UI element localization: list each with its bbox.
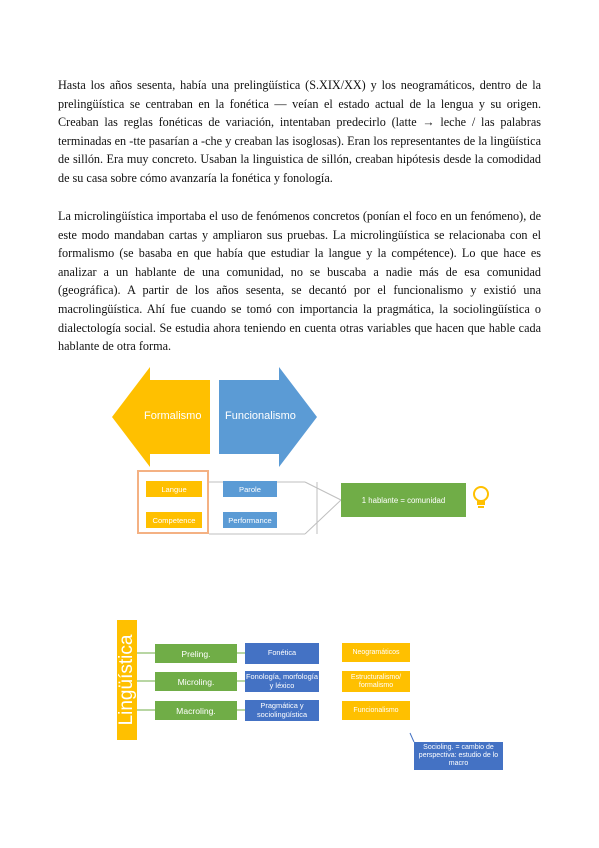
school-neogramaticos: Neogramáticos <box>342 643 410 662</box>
performance-box: Performance <box>223 512 277 528</box>
connector-line <box>304 481 342 501</box>
row-label-microling: Microling. <box>155 672 237 691</box>
row-label-macroling: Macroling. <box>155 701 237 720</box>
result-box: 1 hablante = comunidad <box>341 483 466 517</box>
connector-line <box>409 732 415 743</box>
competence-box: Competence <box>146 512 202 528</box>
paragraph-prelinguistica: Hasta los años sesenta, había una prelin… <box>58 78 541 185</box>
formalismo-label: Formalismo <box>144 410 202 422</box>
socioling-note: Socioling. = cambio de perspectiva: estu… <box>414 742 503 770</box>
school-funcionalismo: Funcionalismo <box>342 701 410 720</box>
connector-line <box>304 499 342 535</box>
lightbulb-icon <box>473 486 489 508</box>
linguistica-bar <box>117 620 137 740</box>
field-pragmatica: Pragmática y sociolingüística <box>245 700 319 721</box>
parole-box: Parole <box>223 481 277 497</box>
funcionalismo-label: Funcionalismo <box>225 410 296 422</box>
row-label-preling: Preling. <box>155 644 237 663</box>
formalismo-frame <box>137 470 209 534</box>
linguistica-title: Lingüística <box>116 634 137 726</box>
field-fonetica: Fonética <box>245 643 319 664</box>
langue-box: Langue <box>146 481 202 497</box>
field-fonologia: Fonología, morfología y léxico <box>245 671 319 692</box>
school-estructuralismo: Estructuralismo/ formalismo <box>342 671 410 692</box>
paragraph-microlinguistica: La microlingüística importaba el uso de … <box>58 209 541 354</box>
